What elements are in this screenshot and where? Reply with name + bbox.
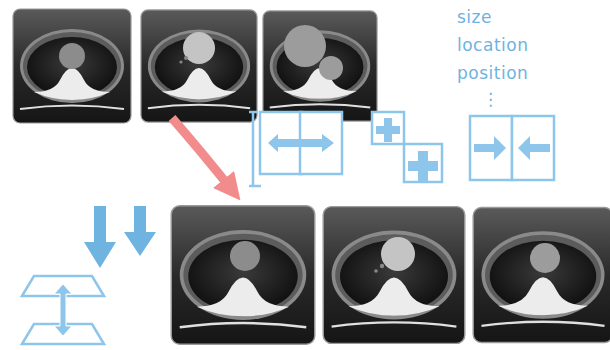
attribute-label: size [457,8,492,27]
move-icon [249,112,342,186]
ct-slice [263,11,377,121]
attribute-label: position [457,64,528,83]
align-icon [470,116,554,180]
ct-slice [323,207,465,344]
down-arrows [84,206,156,268]
attribute-label: ⋮ [482,90,500,109]
ct-slice [13,9,131,123]
ct-slice [473,208,610,343]
scale-icon [372,112,442,182]
ct-slice [171,206,315,345]
stack-icon [22,276,104,344]
transform-arrow [172,118,232,190]
attribute-label: location [457,36,528,55]
ct-slice [141,10,257,122]
